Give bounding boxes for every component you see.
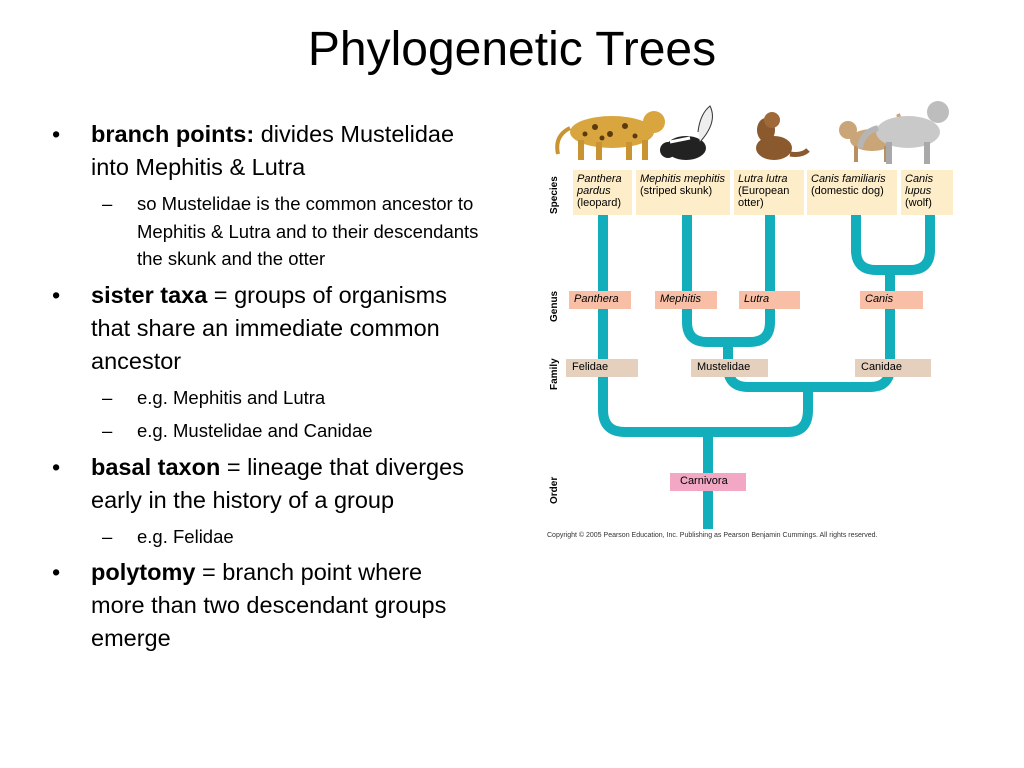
leopard-illustration bbox=[555, 111, 665, 160]
species-canis-familiaris: Canis familiaris(domestic dog) bbox=[807, 170, 897, 215]
bullet-term: sister taxa bbox=[91, 281, 208, 308]
species-canis-lupus: Canis lupus(wolf) bbox=[901, 170, 953, 215]
rank-label-order: Order bbox=[549, 476, 560, 504]
family-mustelidae: Mustelidae bbox=[691, 359, 768, 377]
rank-label-species: Species bbox=[549, 176, 560, 214]
genus-panthera: Panthera bbox=[569, 291, 631, 309]
genus-mephitis: Mephitis bbox=[655, 291, 717, 309]
genus-lutra: Lutra bbox=[739, 291, 800, 309]
genus-canis: Canis bbox=[860, 291, 923, 309]
bullet-text: = groups of organisms that share an imme… bbox=[91, 281, 447, 374]
copyright-notice: Copyright © 2005 Pearson Education, Inc.… bbox=[547, 532, 878, 539]
bullet-term: basal taxon bbox=[91, 453, 221, 480]
family-canidae: Canidae bbox=[855, 359, 931, 377]
bullet-polytomy: •polytomy = branch point where more than… bbox=[52, 559, 447, 651]
family-felidae: Felidae bbox=[566, 359, 638, 377]
skunk-illustration bbox=[660, 105, 713, 160]
wolf-illustration bbox=[857, 101, 949, 164]
rank-label-genus: Genus bbox=[549, 290, 560, 322]
species-panthera-pardus: Panthera pardus(leopard) bbox=[573, 170, 632, 215]
sub-bullet: –e.g. Mephitis and Lutra bbox=[102, 386, 326, 408]
bullet-list: •branch points: divides Mustelidae into … bbox=[52, 118, 482, 661]
bullet-basal-taxon: •basal taxon = lineage that diverges ear… bbox=[52, 453, 464, 513]
species-mephitis-mephitis: Mephitis mephitis(striped skunk) bbox=[636, 170, 730, 215]
tree-branches bbox=[555, 101, 949, 529]
phylogenetic-tree-diagram: Species Genus Family Order Panthera pard… bbox=[540, 92, 960, 552]
sub-bullet: –e.g. Felidae bbox=[102, 525, 234, 547]
sub-bullet: –e.g. Mustelidae and Canidae bbox=[102, 420, 373, 441]
otter-illustration bbox=[756, 112, 810, 160]
bullet-term: branch points: bbox=[91, 121, 255, 147]
sub-bullet: –so Mustelidae is the common ancestor to… bbox=[102, 193, 479, 269]
slide-title: Phylogenetic Trees bbox=[307, 23, 717, 76]
bullet-term: polytomy bbox=[91, 559, 196, 585]
order-carnivora: Carnivora bbox=[670, 473, 746, 491]
bullet-branch-points: •branch points: divides Mustelidae into … bbox=[52, 121, 455, 180]
species-lutra-lutra: Lutra lutra(European otter) bbox=[734, 170, 804, 215]
bullet-sister-taxa: •sister taxa = groups of organisms that … bbox=[52, 281, 447, 374]
bullet-text: divides Mustelidae into Mephitis & Lutra bbox=[91, 121, 455, 180]
bullet-text: = lineage that diverges early in the his… bbox=[91, 453, 464, 513]
bullet-text: = branch point where more than two desce… bbox=[91, 559, 447, 651]
rank-label-family: Family bbox=[549, 358, 560, 390]
